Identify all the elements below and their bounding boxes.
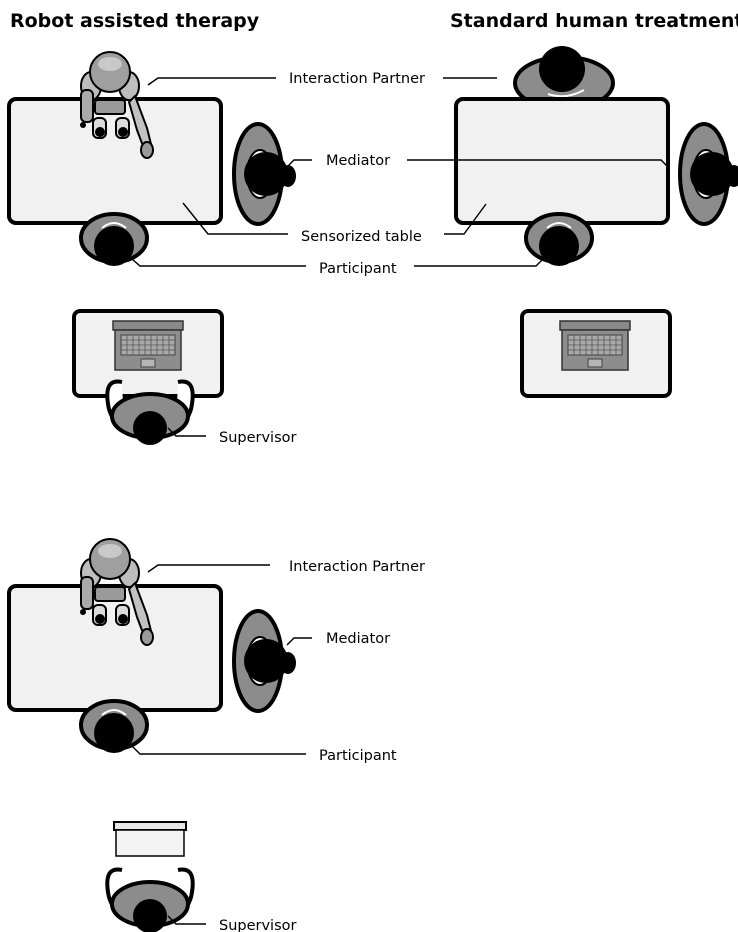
standard-human-heading: Standard human treatment	[450, 10, 738, 32]
label-interaction-partner: Interaction Partner	[289, 559, 425, 575]
sensorized-table	[9, 586, 221, 710]
supervisor-setup-top	[74, 311, 670, 445]
label-participant: Participant	[319, 748, 397, 764]
label-supervisor: Supervisor	[219, 918, 297, 932]
person-icon	[234, 124, 296, 224]
sensorized-table	[456, 99, 668, 223]
person-icon	[81, 214, 147, 266]
person-icon	[526, 214, 592, 266]
laptop-icon	[560, 321, 630, 370]
person-icon	[539, 46, 585, 92]
label-mediator: Mediator	[326, 153, 390, 169]
person-icon	[234, 611, 296, 711]
robot-assisted-heading: Robot assisted therapy	[10, 10, 260, 32]
person-icon	[81, 701, 147, 753]
label-participant: Participant	[319, 261, 397, 277]
robot-setup-bottom	[9, 539, 296, 753]
person-icon	[107, 869, 192, 932]
supervisor-setup-bottom	[107, 822, 192, 932]
laptop-icon	[113, 321, 183, 370]
label-sensorized-table: Sensorized table	[301, 229, 422, 245]
label-interaction-partner: Interaction Partner	[289, 71, 425, 87]
laptop-icon	[114, 822, 186, 830]
person-icon	[680, 124, 738, 224]
human-setup-top	[456, 46, 738, 266]
sensorized-table	[9, 99, 221, 223]
label-mediator: Mediator	[326, 631, 390, 647]
label-supervisor: Supervisor	[219, 430, 297, 446]
